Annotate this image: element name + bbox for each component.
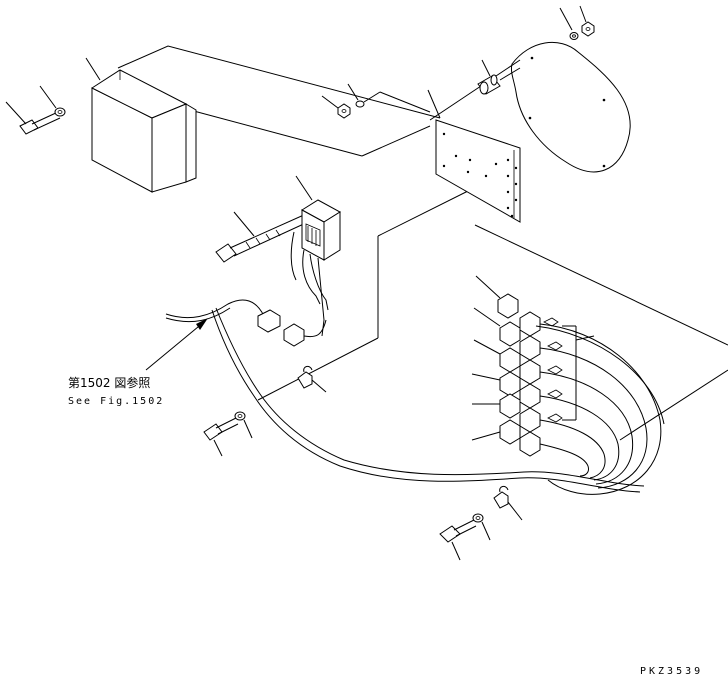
figure-reference-english: See Fig.1502	[68, 396, 165, 407]
relay-connector	[519, 431, 541, 457]
cable-clamp-mid	[297, 365, 327, 393]
reference-arrow	[145, 318, 208, 371]
cab-wall-reference	[511, 41, 631, 173]
relay-connector	[471, 419, 521, 445]
relay-connector	[471, 371, 521, 397]
relay-connector	[519, 359, 541, 385]
relay-connector	[519, 383, 541, 409]
long-bolt	[215, 211, 309, 263]
relay-connector	[519, 407, 541, 433]
figure-reference-japanese: 第1502 図参照	[68, 376, 151, 390]
relay-connector	[473, 307, 521, 347]
bolt-lower	[439, 519, 477, 561]
terminal-pins	[543, 317, 595, 423]
cover-box	[85, 57, 197, 193]
bolt-upper-left	[5, 101, 61, 135]
washer-upper-left	[39, 85, 66, 117]
mounting-plate	[427, 89, 521, 223]
relay-connector	[519, 311, 541, 337]
washer-mid-left	[234, 411, 253, 439]
controller-unit	[290, 175, 341, 337]
relay-connector	[473, 339, 521, 373]
washer-lower	[472, 513, 491, 541]
bolt-mid-left	[203, 417, 239, 457]
relay-bank	[471, 275, 665, 495]
relay-connector	[472, 393, 521, 419]
cable-clamp-lower	[493, 485, 523, 521]
relay-connector	[475, 275, 519, 319]
drawing-code: PKZ3539	[640, 666, 704, 677]
nut-top-middle	[321, 83, 431, 119]
wire-harness	[165, 299, 645, 493]
relay-connector	[519, 335, 541, 361]
assembly-guide-lines	[117, 45, 728, 441]
leader-line	[85, 57, 101, 81]
washer-top-right	[569, 32, 579, 40]
nut-top-right	[559, 5, 595, 37]
bulkhead-connector	[477, 59, 521, 95]
